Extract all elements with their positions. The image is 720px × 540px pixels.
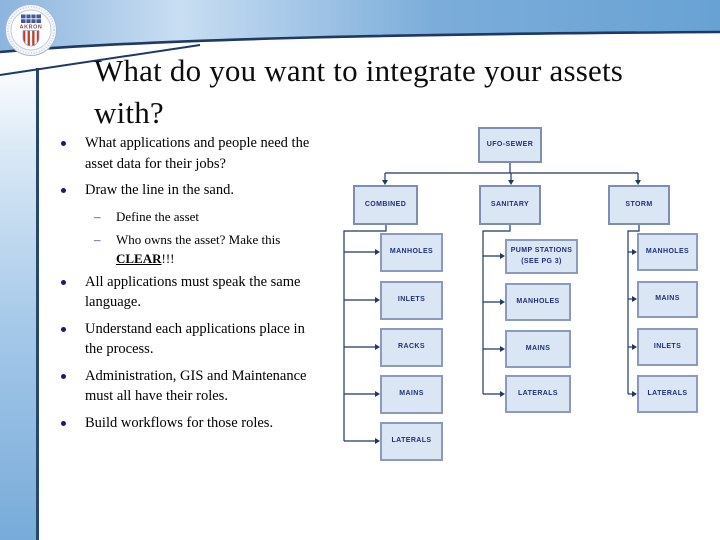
bullet-item: Understand each applications place in th… (58, 319, 358, 360)
bullet-dot-icon (61, 188, 66, 193)
bullet-text: What applications and people need the as… (85, 135, 310, 172)
org-box-sanitary-manholes: MANHOLES (505, 283, 571, 321)
bullet-item: What applications and people need the as… (58, 133, 358, 174)
bullet-text: Who owns the asset? Make this CLEAR!!! (116, 230, 301, 268)
bullet-text: Draw the line in the sand. (85, 182, 234, 198)
bullet-text: Understand each applications place in th… (85, 320, 305, 358)
org-box-sanitary-laterals: LATERALS (505, 375, 571, 413)
org-box-storm: STORM (608, 185, 670, 225)
bullet-text: Administration, GIS and Maintenance must… (85, 367, 307, 405)
bullet-text-emphasis: CLEAR (116, 250, 162, 266)
sub-bullet-item: – Define the asset (58, 207, 358, 226)
org-box-storm-mains: MAINS (637, 281, 698, 318)
bullet-dot-icon (61, 420, 66, 426)
org-box-sanitary-mains: MAINS (505, 330, 571, 368)
left-accent-rule (36, 68, 39, 540)
org-box-combined-mains: MAINS (380, 375, 443, 414)
sub-bullet-item: – Who owns the asset? Make this CLEAR!!! (58, 230, 358, 268)
bullet-dash-icon: – (94, 208, 101, 224)
left-accent-strip (0, 62, 36, 540)
org-box-combined-manholes: MANHOLES (380, 233, 443, 272)
bullet-text-segment: !!! (161, 250, 175, 266)
bullet-dash-icon: – (94, 231, 101, 247)
org-box-storm-laterals: LATERALS (637, 375, 698, 413)
bullet-text: Build workflows for those roles. (85, 414, 274, 431)
bullet-dot-icon (61, 326, 66, 332)
bullet-text: Define the asset (116, 208, 200, 224)
org-box-ufo-sewer: UFO-SEWER (478, 127, 542, 163)
bullet-dot-icon (61, 141, 66, 146)
bullet-text: All applications must speak the same lan… (85, 273, 301, 311)
org-box-combined: COMBINED (353, 185, 418, 225)
org-box-combined-inlets: INLETS (380, 281, 443, 320)
org-box-storm-manholes: MANHOLES (637, 233, 698, 271)
bullet-dot-icon (61, 373, 66, 379)
org-box-sanitary: SANITARY (479, 185, 541, 225)
bullet-text-segment: Who owns the asset? Make this (116, 231, 281, 247)
bullet-item: All applications must speak the same lan… (58, 272, 358, 313)
org-box-sanitary-pump-stations: PUMP STATIONS (SEE PG 3) (505, 239, 578, 274)
bullet-item: Build workflows for those roles. (58, 413, 358, 434)
org-box-combined-racks: RACKS (380, 328, 443, 367)
org-box-storm-inlets: INLETS (637, 328, 698, 366)
bullet-dot-icon (61, 279, 66, 285)
bullet-item: Administration, GIS and Maintenance must… (58, 366, 358, 407)
org-box-combined-laterals: LATERALS (380, 422, 443, 461)
bullet-item: Draw the line in the sand. (58, 180, 358, 201)
slide-title: What do you want to integrate your asset… (94, 53, 624, 130)
bullet-list: What applications and people need the as… (58, 133, 358, 439)
